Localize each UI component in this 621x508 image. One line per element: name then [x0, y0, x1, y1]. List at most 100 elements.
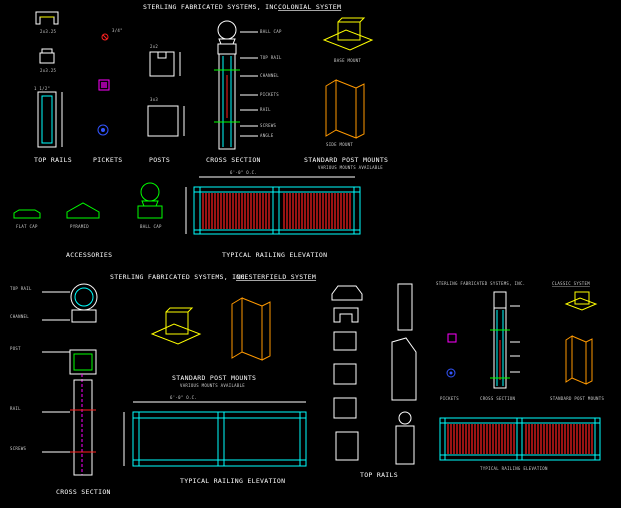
- label-standard-post-mounts: STANDARD POST MOUNTS: [304, 156, 388, 164]
- chesterfield-subtitle: CHESTERFIELD SYSTEM: [236, 273, 316, 281]
- ch-mount-subnote: VARIOUS MOUNTS AVAILABLE: [180, 383, 245, 388]
- picket-note-1: 3/4": [112, 28, 123, 33]
- mount-sleeve-iso: [337, 21, 361, 41]
- ch-rail-vertical-3: [395, 425, 415, 465]
- ch-rail-vertical-2: [391, 337, 417, 401]
- classic-subtitle: CLASSIC SYSTEM: [552, 281, 590, 286]
- label-accessories: ACCESSORIES: [66, 251, 112, 259]
- picket-square: [98, 79, 110, 91]
- ch-rail-ball: [398, 411, 412, 425]
- ch-mount-plate: [150, 323, 202, 345]
- label-classic-standard-post-mounts: STANDARD POST MOUNTS: [550, 396, 604, 401]
- chesterfield-top-rails-group: TOP RAILS: [331, 283, 417, 479]
- colonial-title: STERLING FABRICATED SYSTEMS, INC.: [143, 3, 282, 11]
- accessory-note-3: BALL CAP: [140, 224, 162, 229]
- ch-rail-round-inner: [74, 287, 94, 307]
- elev-pickets: [202, 193, 351, 229]
- ch-note-4: RAIL: [10, 406, 21, 411]
- top-rail-section-inner: [41, 95, 53, 144]
- classic-side-mount-web: [571, 335, 587, 385]
- colonial-accessories-group: FLAT CAP PYRAMID BALL CAP ACCESSORIES: [13, 182, 163, 259]
- ch-side-mount-web: [241, 297, 263, 361]
- top-rail-profile-2: [39, 52, 55, 64]
- picket-twisted-core: [101, 128, 105, 132]
- chesterfield-title: STERLING FABRICATED SYSTEMS, INC.: [110, 273, 249, 281]
- note-1: BALL CAP: [260, 29, 282, 34]
- elev-post-right: [353, 186, 361, 235]
- ch-picket-section: [73, 379, 93, 476]
- note-7: ANGLE: [260, 133, 274, 138]
- label-ch-standard-post-mounts: STANDARD POST MOUNTS: [172, 374, 256, 382]
- top-rail-dim-1: 2x3.25: [40, 29, 57, 34]
- ch-post-block: [69, 349, 97, 375]
- ch-elev-post-right: [299, 411, 307, 467]
- classic-post-mounts-group: STANDARD POST MOUNTS: [550, 291, 604, 401]
- colonial-top-rails-group: 2x3.25 2x3.25 1 1/2" TOP RAILS: [34, 11, 72, 164]
- post-note-1: 2x2: [150, 44, 158, 49]
- classic-railing-elevation: TYPICAL RAILING ELEVATION: [439, 417, 601, 471]
- mount-plate-iso: [322, 29, 374, 51]
- elev-post-mid: [272, 186, 280, 235]
- colonial-header: STERLING FABRICATED SYSTEMS, INC. COLONI…: [143, 3, 341, 11]
- accessory-flat-cap: [13, 209, 41, 219]
- chesterfield-railing-elevation: 6'-0" O.C. TYPICAL RAILING ELEVATION: [123, 395, 307, 485]
- classic-elev-post-left: [439, 417, 446, 461]
- ch-mount-sleeve: [165, 311, 189, 335]
- classic-cross-section-group: CROSS SECTION: [480, 291, 520, 401]
- classic-side-mount-return: [585, 338, 593, 385]
- side-mount-web: [335, 79, 357, 139]
- top-rail-dim-3: 1 1/2": [34, 86, 50, 91]
- colonial-post-mounts-group: BASE MOUNT SIDE MOUNT STANDARD POST MOUN…: [304, 17, 388, 170]
- side-mount-return: [355, 83, 365, 139]
- top-rail-dim-2: 2x3.25: [40, 68, 57, 73]
- post-profile-1: [149, 51, 175, 77]
- ch-rail-channel: [71, 309, 97, 323]
- ch-note-2: CHANNEL: [10, 314, 29, 319]
- colonial-railing-elevation: 6'-0" O.C. TYPICAL RAILING ELEVATION: [185, 170, 361, 259]
- classic-elev-post-mid: [516, 417, 523, 461]
- classic-elev-post-right: [594, 417, 601, 461]
- mount-note-2: SIDE MOUNT: [326, 142, 353, 147]
- ch-note-5: SCREWS: [10, 446, 27, 451]
- post-profile-2: [147, 105, 179, 137]
- ch-top-rail-1: [331, 285, 363, 301]
- classic-mount-sleeve: [574, 291, 590, 305]
- label-classic-typical-railing-elevation: TYPICAL RAILING ELEVATION: [480, 466, 548, 471]
- chesterfield-header: STERLING FABRICATED SYSTEMS, INC. CHESTE…: [110, 273, 316, 281]
- label-pickets: PICKETS: [93, 156, 123, 164]
- label-typical-railing-elevation: TYPICAL RAILING ELEVATION: [222, 251, 327, 259]
- ch-note-1: TOP RAIL: [10, 286, 32, 291]
- classic-picket-twisted: [446, 368, 456, 378]
- ch-top-rail-2: [333, 307, 359, 323]
- picket-twisted: [97, 124, 109, 136]
- chesterfield-cross-section-group: TOP RAIL CHANNEL POST RAIL SCREWS CROSS …: [10, 283, 111, 496]
- top-rail-section: [37, 91, 57, 148]
- top-rail-cap-2: [41, 48, 53, 53]
- label-cross-section: CROSS SECTION: [206, 156, 261, 164]
- elev-dim-text: 6'-0" O.C.: [230, 170, 257, 175]
- classic-elev-pickets: [447, 424, 593, 454]
- accessory-pyramid-cap: [66, 202, 100, 219]
- classic-header: STERLING FABRICATED SYSTEMS, INC. CLASSI…: [436, 281, 590, 286]
- note-3: CHANNEL: [260, 73, 279, 78]
- picket-round-cross: [102, 34, 108, 40]
- label-classic-pickets: PICKETS: [440, 396, 459, 401]
- elev-post-left: [193, 186, 201, 235]
- ch-note-3: POST: [10, 346, 21, 351]
- ch-elev-post-left: [132, 411, 140, 467]
- post-note-2: 3x3: [150, 97, 158, 102]
- post-slot-1: [157, 52, 167, 59]
- label-ch-typical-railing-elevation: TYPICAL RAILING ELEVATION: [180, 477, 285, 485]
- label-classic-cross-section: CROSS SECTION: [480, 396, 515, 401]
- label-ch-cross-section: CROSS SECTION: [56, 488, 111, 496]
- accessory-ball-base: [137, 205, 163, 219]
- label-ch-top-rails: TOP RAILS: [360, 471, 398, 479]
- ch-top-rail-5: [333, 397, 357, 419]
- cross-section-post: [218, 53, 236, 150]
- colonial-subtitle: COLONIAL SYSTEM: [278, 3, 341, 11]
- picket-square-fill: [101, 82, 107, 88]
- ch-rail-vertical-1: [397, 283, 413, 331]
- accessory-note-2: PYRAMID: [70, 224, 89, 229]
- note-6: SCREWS: [260, 123, 277, 128]
